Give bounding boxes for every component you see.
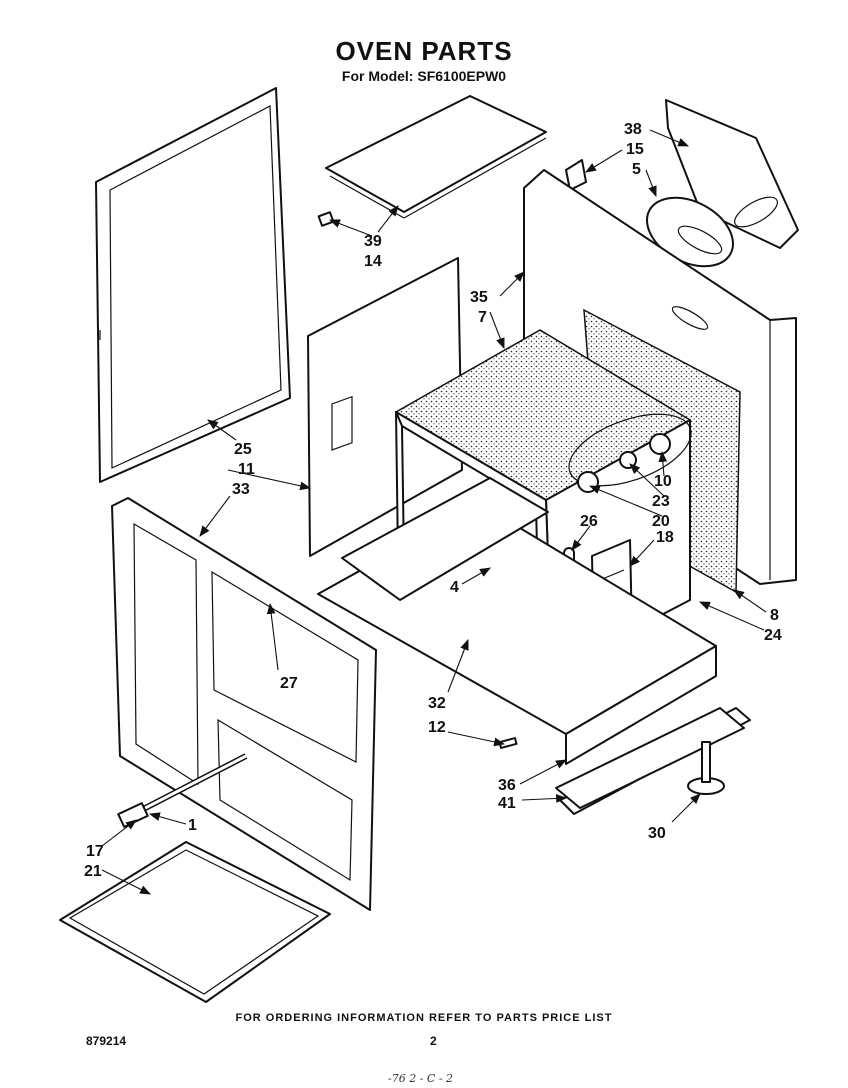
label-33: 33 bbox=[232, 481, 250, 498]
label-4: 4 bbox=[450, 579, 459, 596]
base-frame-part bbox=[317, 477, 717, 765]
label-23: 23 bbox=[652, 493, 670, 510]
top-cover-plate-part bbox=[325, 95, 547, 219]
label-18: 18 bbox=[656, 529, 674, 546]
label-30: 30 bbox=[648, 825, 666, 842]
fastener-part bbox=[498, 737, 518, 749]
page-title: OVEN PARTS bbox=[335, 36, 513, 66]
label-27: 27 bbox=[280, 675, 298, 692]
page-number: 2 bbox=[430, 1034, 437, 1048]
label-38: 38 bbox=[624, 121, 642, 138]
drawer-rail-parts bbox=[555, 707, 751, 815]
label-11: 11 bbox=[238, 461, 255, 478]
label-32: 32 bbox=[428, 695, 446, 712]
label-26: 26 bbox=[580, 513, 598, 530]
label-24: 24 bbox=[764, 627, 782, 644]
model-subtitle: For Model: SF6100EPW0 bbox=[341, 68, 507, 84]
ordering-note: FOR ORDERING INFORMATION REFER TO PARTS … bbox=[235, 1012, 613, 1024]
label-5: 5 bbox=[632, 161, 641, 178]
leveling-leg-part bbox=[687, 741, 725, 795]
label-8: 8 bbox=[770, 607, 779, 624]
label-1: 1 bbox=[188, 817, 197, 834]
document-number: 879214 bbox=[86, 1034, 127, 1048]
label-25: 25 bbox=[234, 441, 252, 458]
bracket-part bbox=[565, 159, 587, 191]
front-frame-part bbox=[111, 497, 377, 911]
label-35: 35 bbox=[470, 289, 488, 306]
label-36: 36 bbox=[498, 777, 516, 794]
label-17: 17 bbox=[86, 843, 104, 860]
label-39: 39 bbox=[364, 233, 382, 250]
handwritten-note: -76 2 - C - 2 bbox=[388, 1072, 454, 1085]
light-socket-parts bbox=[568, 413, 692, 493]
label-12: 12 bbox=[428, 719, 446, 736]
label-10: 10 bbox=[654, 473, 672, 490]
oven-rack-part bbox=[59, 841, 331, 1003]
side-panel-part bbox=[95, 87, 291, 483]
label-41: 41 bbox=[498, 795, 516, 812]
label-7: 7 bbox=[478, 309, 487, 326]
label-20: 20 bbox=[652, 513, 670, 530]
clip-part bbox=[317, 211, 335, 227]
label-15: 15 bbox=[626, 141, 644, 158]
leader-lines bbox=[101, 129, 767, 895]
label-14: 14 bbox=[364, 253, 382, 270]
label-21: 21 bbox=[84, 863, 102, 880]
element-rod-part bbox=[117, 753, 248, 828]
vent-panel-part bbox=[665, 99, 799, 249]
